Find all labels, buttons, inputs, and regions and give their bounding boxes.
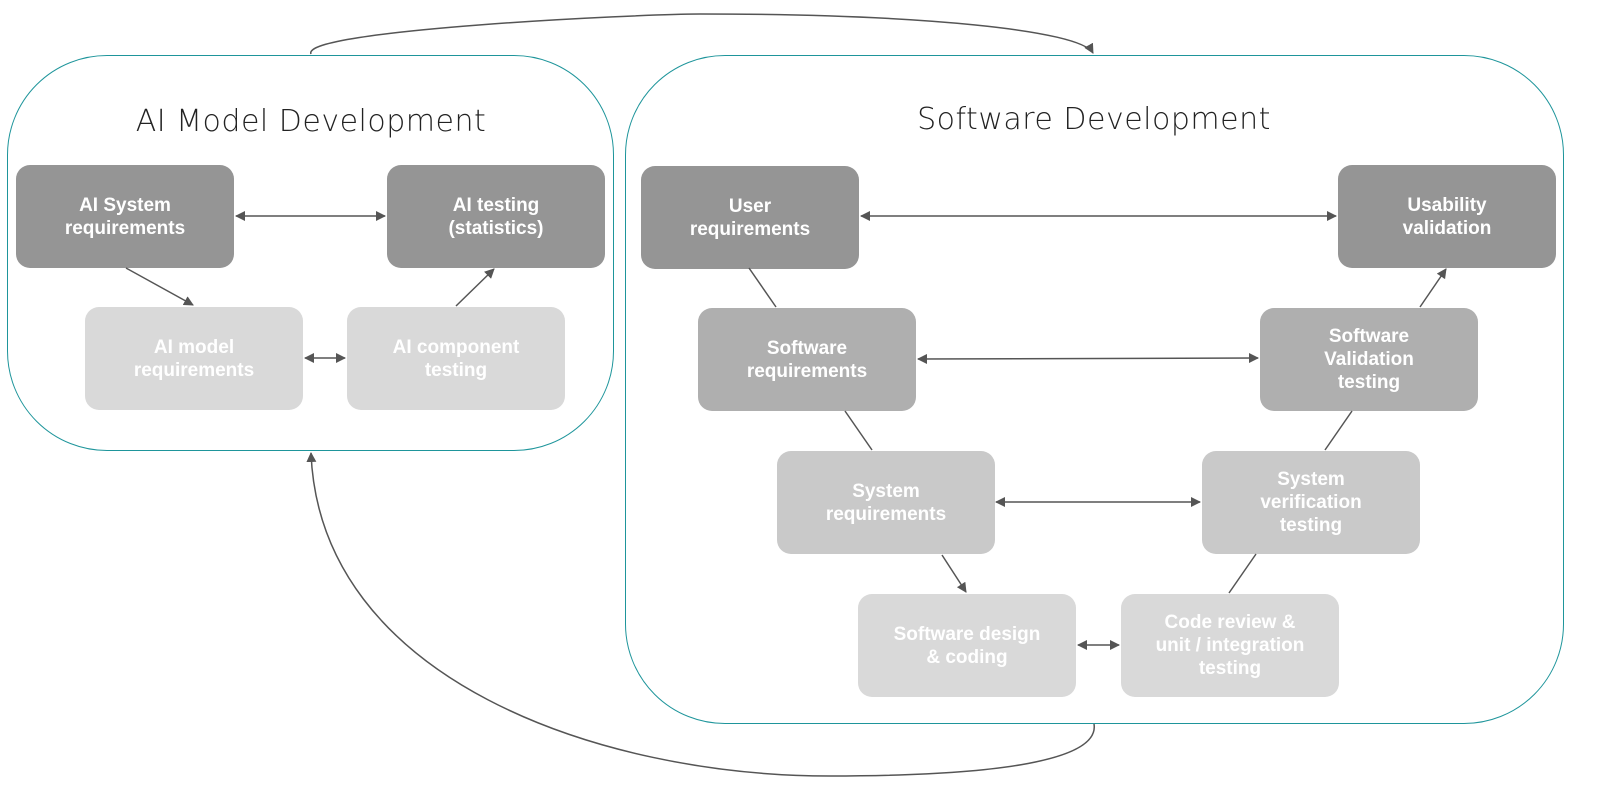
software-design-coding-box: Software design & coding — [858, 594, 1076, 697]
ai-system-to-ai-model-arrow — [125, 267, 194, 306]
software-validation-testing-box: Software Validation testing — [1260, 308, 1478, 411]
usability-validation-box: Usability validation — [1338, 165, 1556, 268]
validation-to-usability-arrow — [1419, 268, 1447, 308]
system-requirements-box: System requirements — [777, 451, 995, 554]
software-requirements-box: Software requirements — [698, 308, 916, 411]
software-req-to-system-req-line — [844, 410, 873, 451]
ai-component-to-ai-testing-arrow — [455, 268, 495, 307]
software-to-ai-loop-arrow — [306, 452, 1095, 777]
system-verification-to-validation-line — [1324, 410, 1353, 451]
ai-component-testing-box: AI component testing — [347, 307, 565, 410]
software-development-frame — [625, 55, 1564, 724]
ai-system-requirements-box: AI System requirements — [16, 165, 234, 268]
system-req-to-design-arrow — [941, 554, 967, 593]
code-review-testing-box: Code review & unit / integration testing — [1121, 594, 1339, 697]
system-verification-testing-box: System verification testing — [1202, 451, 1420, 554]
user-req-to-software-req-line — [748, 267, 777, 308]
ai-testing-statistics-box: AI testing (statistics) — [387, 165, 605, 268]
ai-model-requirements-box: AI model requirements — [85, 307, 303, 410]
user-requirements-box: User requirements — [641, 166, 859, 269]
ai-model-development-frame — [7, 55, 614, 451]
software-development-title: Software Development — [917, 102, 1271, 137]
ai-model-development-title: AI Model Development — [135, 104, 487, 139]
ai-to-software-loop-arrow — [310, 13, 1094, 55]
software-req-to-validation-arrow — [917, 353, 1259, 364]
code-review-to-verification-line — [1228, 553, 1257, 594]
